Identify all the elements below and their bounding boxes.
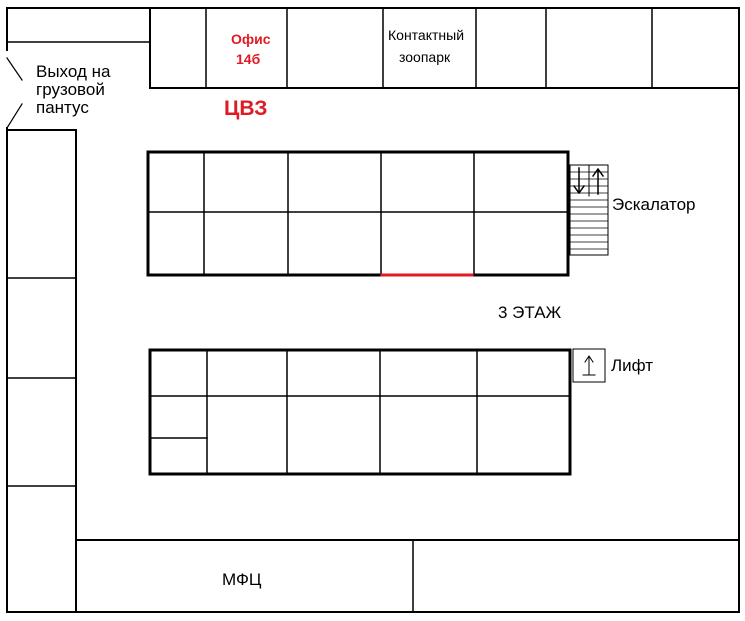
floor-label: 3 ЭТАЖ: [498, 303, 562, 322]
left-shops: [6, 129, 77, 613]
top-shops: [205, 7, 653, 89]
office-label-line1: Офис: [231, 31, 271, 47]
exit-label-line3: пантус: [36, 98, 89, 117]
arrow-down-icon: [572, 167, 586, 195]
zoo-label-line2: зоопарк: [399, 49, 451, 65]
escalator-stairs: [569, 164, 609, 256]
lift-arrow-icon: [582, 355, 596, 376]
bottom-shops: [75, 539, 740, 613]
lift-box: [572, 348, 606, 383]
outer-walls: [6, 7, 740, 613]
zoo-label-line1: Контактный: [388, 27, 465, 43]
exit-label-line1: Выход на: [36, 62, 111, 81]
exit-door: [6, 57, 23, 129]
upper-block: [146, 150, 570, 277]
exit-label-line2: грузовой: [36, 80, 105, 99]
lift-label: Лифт: [611, 356, 654, 375]
cvz-label: ЦВЗ: [224, 97, 268, 120]
office-label-line2: 14б: [236, 51, 261, 67]
lower-block: [148, 348, 572, 476]
mfc-label: МФЦ: [222, 570, 262, 589]
escalator-label: Эскалатор: [612, 195, 696, 214]
arrow-up-icon: [591, 167, 605, 195]
